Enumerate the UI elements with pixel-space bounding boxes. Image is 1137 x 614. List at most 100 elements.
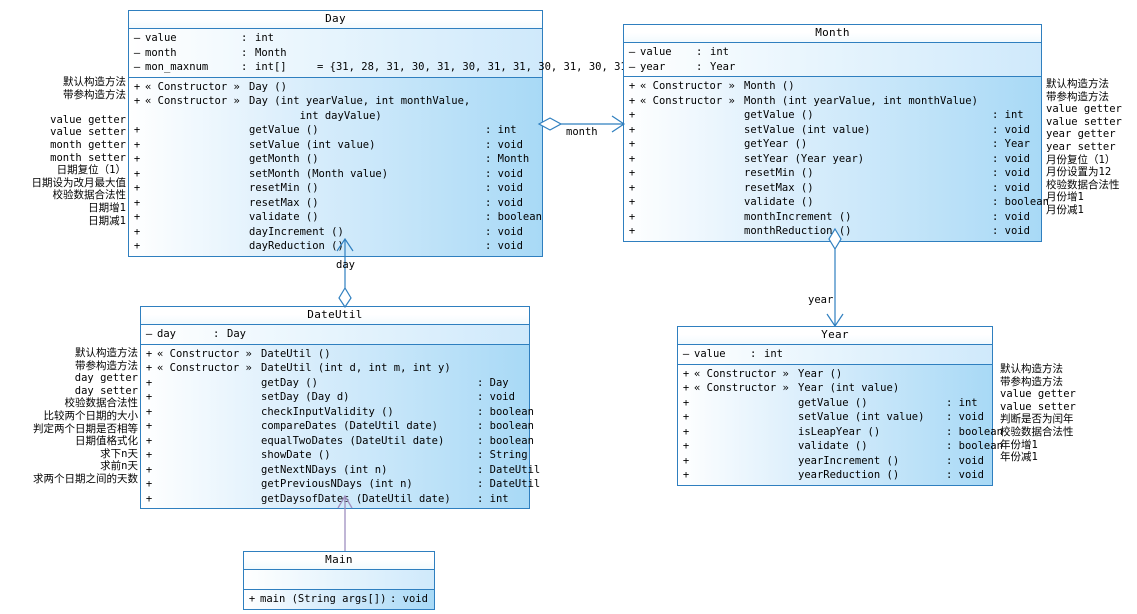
note-line: 带参构造方法 — [1046, 90, 1109, 103]
operation-stereotype — [640, 166, 744, 181]
operation-return-type: : int — [992, 109, 1024, 121]
operation-row: +getDaysofDates (DateUtil date): int — [141, 492, 529, 507]
note-line: month getter — [50, 138, 126, 151]
note-line: value getter — [50, 113, 126, 126]
operation-stereotype — [694, 396, 798, 411]
class-box-month[interactable]: Month –value: int–year: Year +« Construc… — [623, 24, 1049, 242]
operation-visibility: + — [628, 225, 636, 237]
operation-signature: compareDates (DateUtil date) — [261, 420, 439, 432]
operation-stereotype — [157, 390, 261, 405]
operation-return-type: : void — [992, 225, 1030, 237]
note-line: 校验数据合法性 — [1046, 178, 1120, 191]
attribute-row: –value: int — [624, 45, 1041, 60]
operation-stereotype — [145, 181, 249, 196]
class-attributes-month: –value: int–year: Year — [624, 43, 1041, 77]
operation-row: +getValue (): int — [624, 108, 1041, 123]
attribute-visibility: – — [133, 61, 141, 73]
class-title-day: Day — [129, 11, 542, 29]
operation-row: +equalTwoDates (DateUtil date): boolean — [141, 434, 534, 449]
operation-visibility: + — [133, 211, 141, 223]
operation-return-type — [477, 347, 483, 362]
operation-visibility: + — [682, 382, 690, 394]
operation-return-type — [946, 381, 952, 396]
operation-return-type: : boolean — [477, 405, 534, 418]
class-attributes-year: –value: int — [678, 345, 992, 365]
operation-signature: setValue (int value) — [249, 138, 376, 151]
note-line: 求前n天 — [100, 460, 138, 473]
operation-return-type: : void — [992, 167, 1030, 179]
operation-signature: resetMin () — [249, 182, 319, 194]
operation-signature: getValue () — [798, 396, 868, 409]
operation-return-type: : void — [946, 411, 984, 423]
note-line: 求两个日期之间的天数 — [33, 472, 138, 485]
operation-return-type: : boolean — [946, 440, 1003, 452]
operation-stereotype — [640, 123, 744, 138]
operation-return-type: : int — [477, 492, 509, 505]
operation-visibility: + — [682, 469, 690, 481]
operation-return-type: : void — [477, 391, 515, 403]
operation-stereotype: « Constructor » — [157, 347, 252, 360]
operation-return-type: : boolean — [946, 425, 1003, 438]
attribute-row: –year: Year — [624, 60, 1041, 75]
operation-return-type: : void — [485, 138, 523, 151]
operation-signature: validate () — [249, 211, 319, 223]
operation-row: +validate (): boolean — [624, 195, 1049, 210]
class-box-year[interactable]: Year –value: int +« Constructor »Year ()… — [677, 326, 1003, 486]
operation-visibility: + — [145, 492, 153, 505]
operation-stereotype — [640, 195, 744, 210]
operation-stereotype — [145, 152, 249, 167]
operation-visibility: + — [133, 167, 141, 180]
operation-return-type: : DateUtil — [477, 463, 541, 476]
operation-stereotype: « Constructor » — [157, 362, 252, 374]
operation-stereotype — [145, 225, 249, 240]
operation-return-type: : boolean — [992, 196, 1049, 208]
operation-row: + main (String args[]): void — [244, 592, 434, 607]
operation-return-type: : void — [946, 454, 984, 467]
operation-return-type: : void — [485, 182, 523, 194]
operation-signature: Year (int value) — [798, 382, 900, 394]
operation-return-type: : boolean — [485, 211, 542, 223]
attribute-row: –value: int — [678, 347, 992, 362]
class-box-main[interactable]: Main +main (String args[]): void — [243, 551, 435, 610]
attribute-colon: : — [241, 46, 254, 59]
operation-row: +« Constructor »Year (int value) — [678, 381, 992, 396]
operation-row: +getNextNDays (int n): DateUtil — [141, 463, 540, 478]
note-line: 带参构造方法 — [63, 88, 126, 101]
note-line: 日期值格式化 — [75, 435, 138, 448]
operation-row: +isLeapYear (): boolean — [678, 425, 1003, 440]
attribute-type: int — [255, 32, 274, 44]
note-line: 月份减1 — [1046, 203, 1084, 216]
operation-return-type: : void — [390, 593, 428, 605]
note-line: 默认构造方法 — [1046, 78, 1109, 90]
class-attributes-main — [244, 570, 434, 590]
note-line: value setter — [1000, 400, 1076, 413]
operation-signature: main (String args[]) — [260, 593, 387, 605]
note-line: 校验数据合法性 — [1000, 425, 1074, 438]
note-line: 日期复位（1） — [56, 164, 126, 177]
attribute-colon: : — [696, 60, 709, 73]
operation-return-type: : void — [992, 210, 1030, 223]
operation-stereotype — [145, 109, 249, 124]
operation-return-type — [485, 94, 491, 109]
operation-visibility: + — [133, 240, 141, 252]
operation-visibility: + — [628, 80, 636, 92]
operation-row: +yearIncrement (): void — [678, 454, 992, 469]
operation-row: int dayValue) — [129, 109, 542, 124]
operation-signature: dayIncrement () — [249, 225, 344, 238]
operation-return-type: : void — [992, 181, 1030, 194]
operation-stereotype — [640, 152, 744, 167]
class-attributes-day: –value: int–month: Month–mon_maxnum: int… — [129, 29, 633, 78]
class-box-day[interactable]: Day –value: int–month: Month–mon_maxnum:… — [128, 10, 633, 257]
operation-return-type: : DateUtil — [477, 478, 541, 490]
operation-row: +resetMax (): void — [129, 196, 542, 211]
operation-signature: getDay () — [261, 376, 318, 389]
operation-visibility: + — [133, 153, 141, 165]
operation-visibility: + — [248, 593, 256, 605]
class-box-dateutil[interactable]: DateUtil –day: Day +« Constructor »DateU… — [140, 306, 540, 509]
class-operations-dateutil: +« Constructor »DateUtil ()+« Constructo… — [141, 344, 540, 508]
note-line: 日期减1 — [88, 214, 126, 227]
note-line: year setter — [1046, 140, 1116, 153]
operation-stereotype — [694, 454, 798, 469]
class-attributes-dateutil: –day: Day — [141, 325, 529, 345]
